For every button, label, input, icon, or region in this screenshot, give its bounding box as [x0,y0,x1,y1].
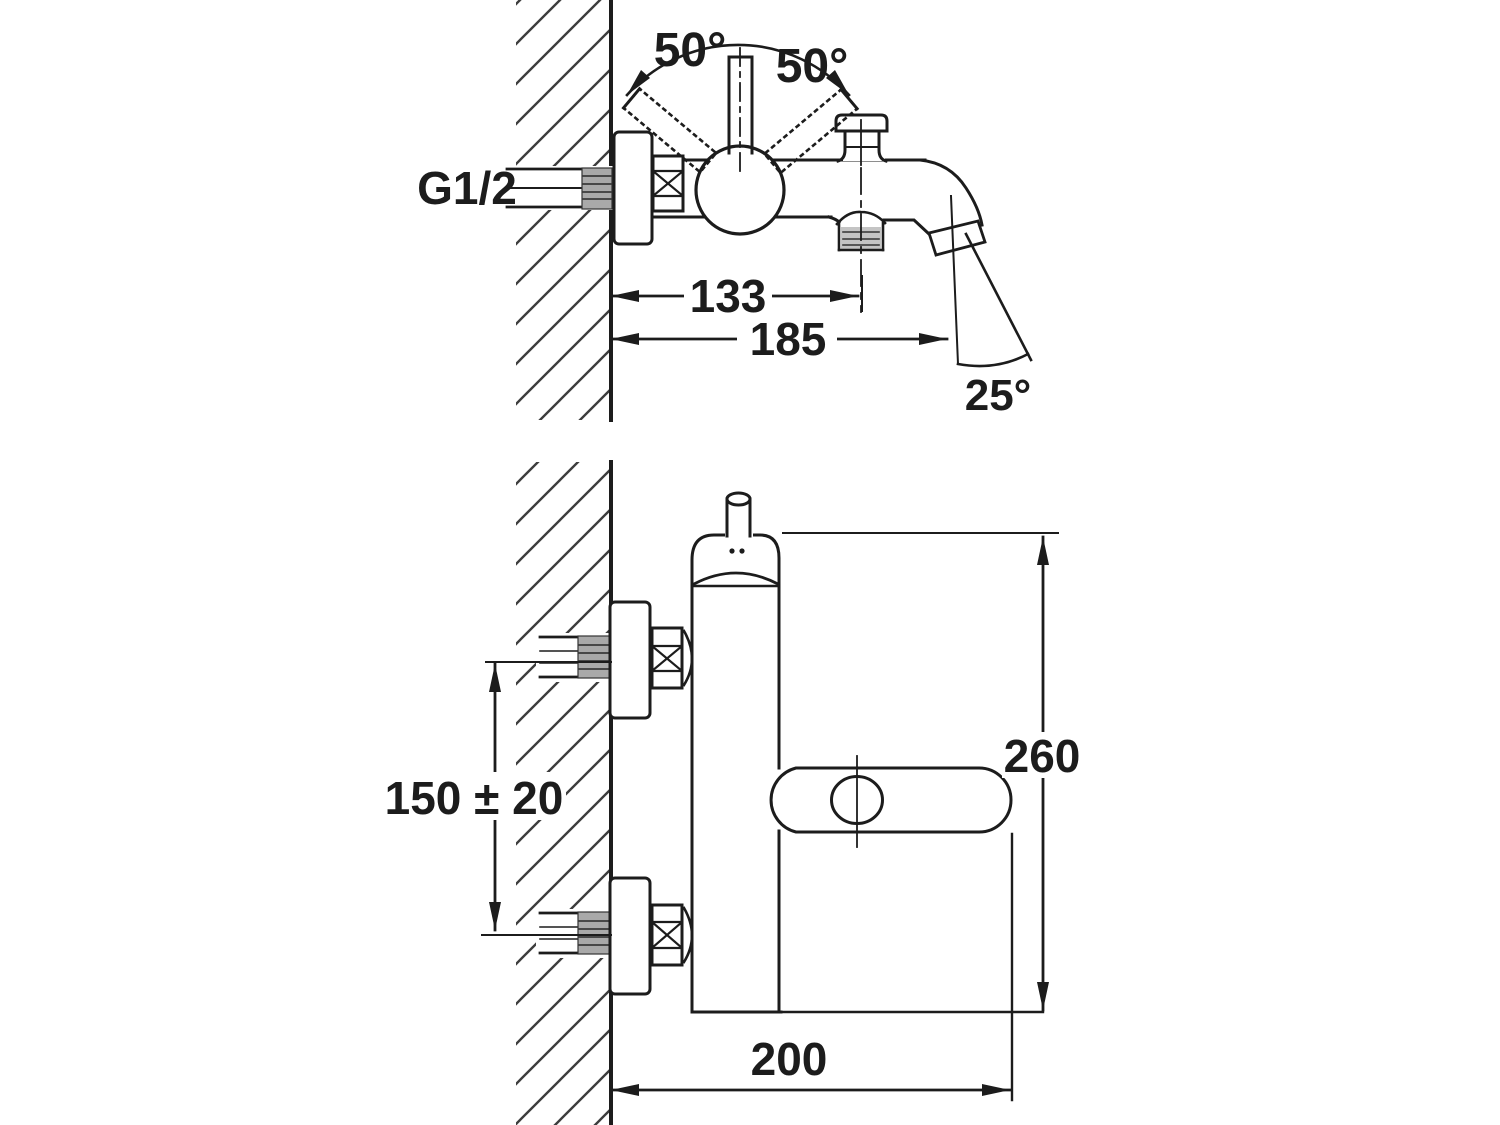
dim-260-label: 260 [1004,730,1081,782]
escutcheon [608,876,652,996]
handle-front [769,755,1013,848]
front-view [382,460,1082,1125]
extension-lines [481,532,1059,1102]
dim-133-label: 133 [690,270,767,322]
upper-inlet [536,600,652,720]
cap-dome [692,571,780,586]
stream-angle [949,194,1033,368]
swing-angle-left-label: 50° [654,24,727,77]
dimension-150 [382,662,566,932]
escutcheon [612,130,654,246]
lower-inlet [536,876,652,996]
lower-connection-nut [650,903,694,967]
dim-200-label: 200 [751,1033,828,1085]
pipe-thread [581,167,613,210]
thread-size-label: G1/2 [417,162,517,214]
pipe-thread [577,911,611,955]
pipe-thread [577,635,611,679]
swing-angle-arc [625,43,851,97]
upper-connection-nut [650,626,694,690]
inlet-pipe [505,167,613,210]
dimension-260 [1002,535,1082,1012]
connection-nut [651,154,685,213]
swing-angle-right-label: 50° [776,40,849,93]
escutcheon [608,600,652,720]
dim-150-label: 150 ± 20 [385,772,564,824]
top-view [503,0,1033,422]
top-knob [725,491,753,538]
mixer-body-front [690,533,783,1014]
diverter-knob [834,113,889,313]
mixer-body-pipe [650,158,927,219]
spout [827,158,984,237]
dimension-133 [609,272,863,318]
stream-angle-label: 25° [965,371,1032,420]
dimension-185 [609,316,949,362]
cap-dot [739,548,745,554]
dim-185-label: 185 [750,313,827,365]
cap-dot [729,548,735,554]
spout-outlet [927,219,987,257]
